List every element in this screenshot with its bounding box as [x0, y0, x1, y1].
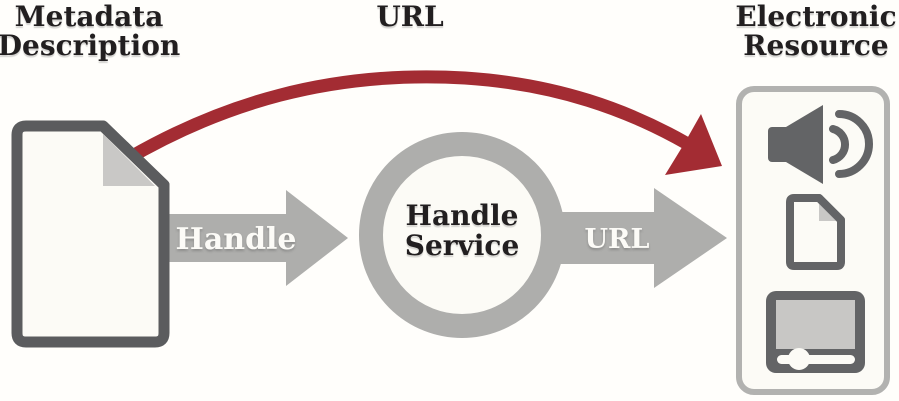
file-icon	[786, 194, 845, 270]
speaker-icon	[768, 105, 873, 184]
electronic-resource-label: Electronic Resource	[735, 0, 897, 62]
redirect-arrow-curve	[118, 70, 690, 168]
metadata-description-label: Metadata Description	[0, 0, 181, 62]
redirect-arrow-head	[665, 114, 722, 175]
handle-arrow-shape	[166, 190, 348, 286]
document-icon	[11, 120, 170, 348]
url-arrow-label: URL	[584, 224, 650, 255]
document-fold	[103, 134, 155, 186]
handle-arrow-label: Handle	[175, 222, 297, 257]
handle-service-circle	[359, 132, 565, 338]
media-player-icon	[766, 291, 865, 373]
handle-service-label: Handle Service	[404, 199, 520, 262]
url-top-label: URL	[376, 0, 444, 33]
url-arrow-shape	[552, 188, 727, 288]
